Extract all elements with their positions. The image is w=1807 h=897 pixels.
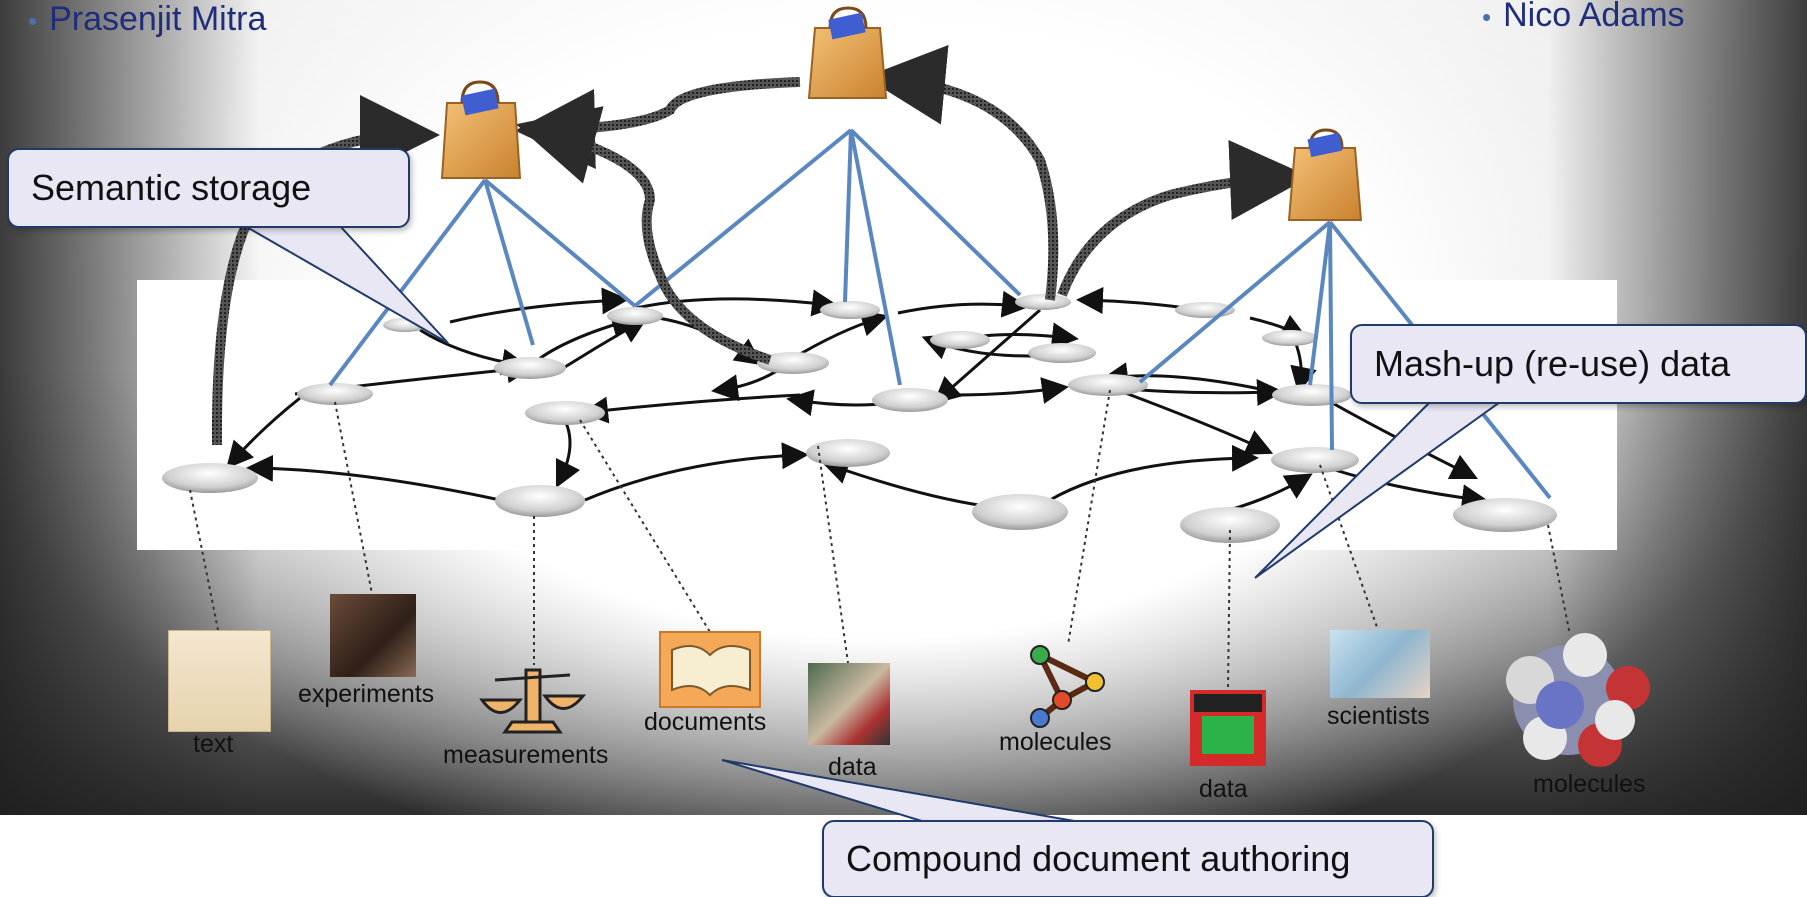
node: [162, 463, 258, 493]
edge: [1049, 444, 1259, 502]
node: [757, 352, 829, 374]
dotted-link: [189, 489, 219, 631]
node: [1015, 294, 1071, 310]
storage-links: [328, 128, 1552, 500]
edge: [581, 393, 801, 424]
presenter-bullet-left: • Prasenjit Mitra: [28, 0, 266, 39]
node: [806, 439, 890, 467]
big-arrow: [516, 106, 772, 365]
scientists-photo: [1330, 630, 1430, 698]
label-molecules: molecules: [1533, 770, 1646, 798]
node: [495, 485, 585, 517]
callout-compound-document: Compound document authoring: [822, 820, 1434, 897]
label-data: data: [1199, 775, 1248, 803]
shopping-bag-icon: [1287, 128, 1363, 221]
label-experiments: experiments: [298, 680, 435, 708]
node: [494, 357, 566, 379]
presenter-bullet-right: • Nico Adams: [1482, 0, 1685, 35]
callout-text: Semantic storage: [31, 167, 312, 208]
node: [525, 401, 605, 425]
callout-tail: [241, 225, 449, 344]
dotted-link: [817, 445, 849, 664]
label-molecules: molecules: [999, 728, 1112, 756]
callout-tail: [1254, 401, 1504, 579]
label-data: data: [828, 753, 877, 781]
edge: [246, 454, 501, 502]
node: [872, 388, 948, 412]
dotted-link: [1227, 529, 1231, 689]
callout-text: Compound document authoring: [846, 838, 1351, 879]
shopping-bag-icon: [807, 6, 888, 99]
label-measurements: measurements: [443, 741, 609, 769]
node: [930, 331, 990, 349]
big-arrows: [211, 44, 1310, 446]
dotted-links: [189, 389, 1571, 689]
shopping-bag-icon: [440, 80, 522, 179]
edge: [449, 287, 629, 324]
floppy-disk-icon: [1190, 690, 1266, 766]
edge: [897, 290, 1029, 318]
node: [297, 383, 373, 405]
balance-scale-icon: [479, 668, 587, 734]
dotted-link: [1319, 464, 1379, 631]
callout-text: Mash-up (re-use) data: [1374, 343, 1731, 384]
molecule-model-icon: [1506, 633, 1650, 767]
data-image: [808, 663, 890, 745]
edge: [584, 442, 809, 502]
callout-mashup: Mash-up (re-use) data: [1350, 324, 1807, 404]
dotted-link: [334, 401, 373, 595]
bullet-icon: •: [1482, 1, 1492, 32]
edge: [933, 308, 1041, 404]
label-documents: documents: [644, 708, 767, 736]
dotted-link: [1547, 524, 1571, 636]
node: [820, 301, 880, 319]
storage-link: [633, 128, 853, 308]
storage-link: [328, 178, 487, 387]
storage-link: [1308, 221, 1332, 386]
label-text: text: [193, 730, 234, 758]
presenter-name: Prasenjit Mitra: [49, 0, 267, 38]
big-arrow: [1057, 140, 1310, 297]
experiments-photo: [330, 594, 416, 677]
edge: [559, 317, 648, 372]
node: [1068, 374, 1148, 396]
bullet-icon: •: [28, 5, 38, 36]
node: [607, 307, 663, 325]
callout-tail: [721, 759, 1081, 823]
storage-link: [849, 129, 902, 386]
node: [1271, 447, 1359, 473]
node: [972, 494, 1068, 530]
edge: [1334, 468, 1489, 512]
molecule-icon: [1030, 645, 1105, 728]
storage-link: [483, 179, 535, 346]
open-book-icon: [659, 631, 761, 708]
storage-link: [1328, 221, 1334, 451]
node: [1453, 498, 1557, 532]
label-scientists: scientists: [1327, 702, 1430, 730]
dotted-link: [1067, 389, 1111, 646]
callout-semantic-storage: Semantic storage: [7, 148, 410, 228]
storage-link: [849, 128, 1022, 297]
node: [1262, 330, 1318, 346]
storage-link: [843, 129, 853, 303]
edge: [226, 396, 301, 469]
storage-link: [1138, 220, 1332, 384]
presenter-name: Nico Adams: [1503, 0, 1685, 34]
node: [1180, 507, 1280, 543]
book-icon: [168, 630, 271, 732]
storage-link: [483, 178, 637, 308]
node: [1028, 343, 1096, 363]
big-arrow: [865, 44, 1059, 301]
edge: [949, 377, 1069, 404]
network-nodes: [162, 294, 1557, 543]
